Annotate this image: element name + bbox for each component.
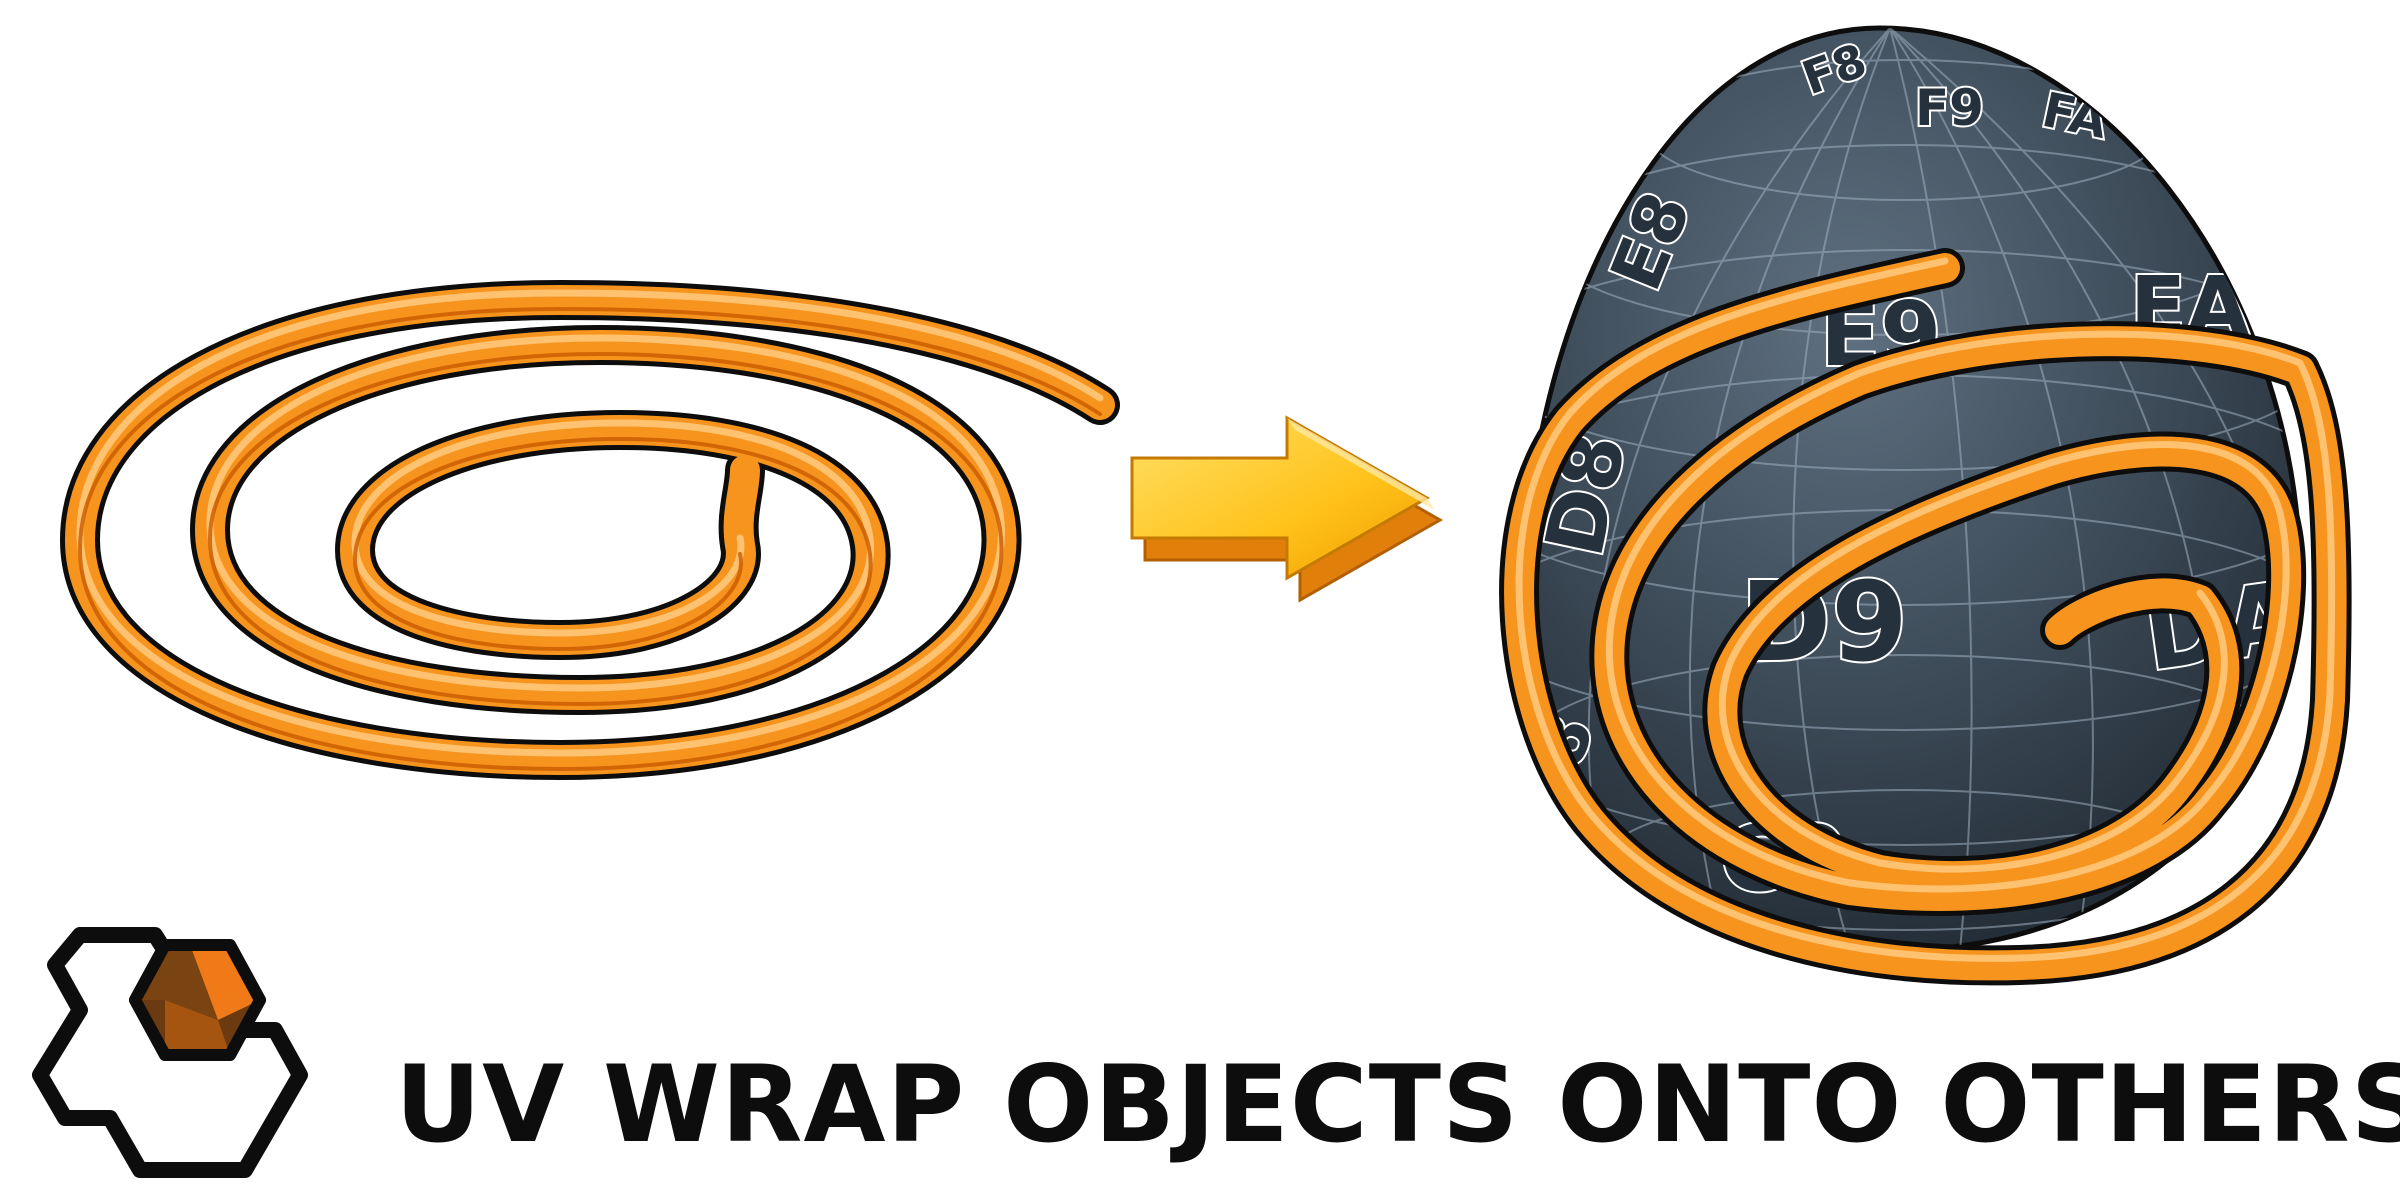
arrow-right-icon bbox=[1130, 415, 1444, 603]
wrapped-spiral-tube-icon bbox=[1499, 248, 2352, 986]
page-title: UV WRAP OBJECTS ONTO OTHERS bbox=[395, 1043, 2400, 1166]
uv-label-f9: F9 bbox=[1915, 79, 1984, 137]
hex-cube-logo-icon bbox=[32, 927, 308, 1178]
flat-spiral-tube-icon bbox=[59, 279, 1120, 781]
